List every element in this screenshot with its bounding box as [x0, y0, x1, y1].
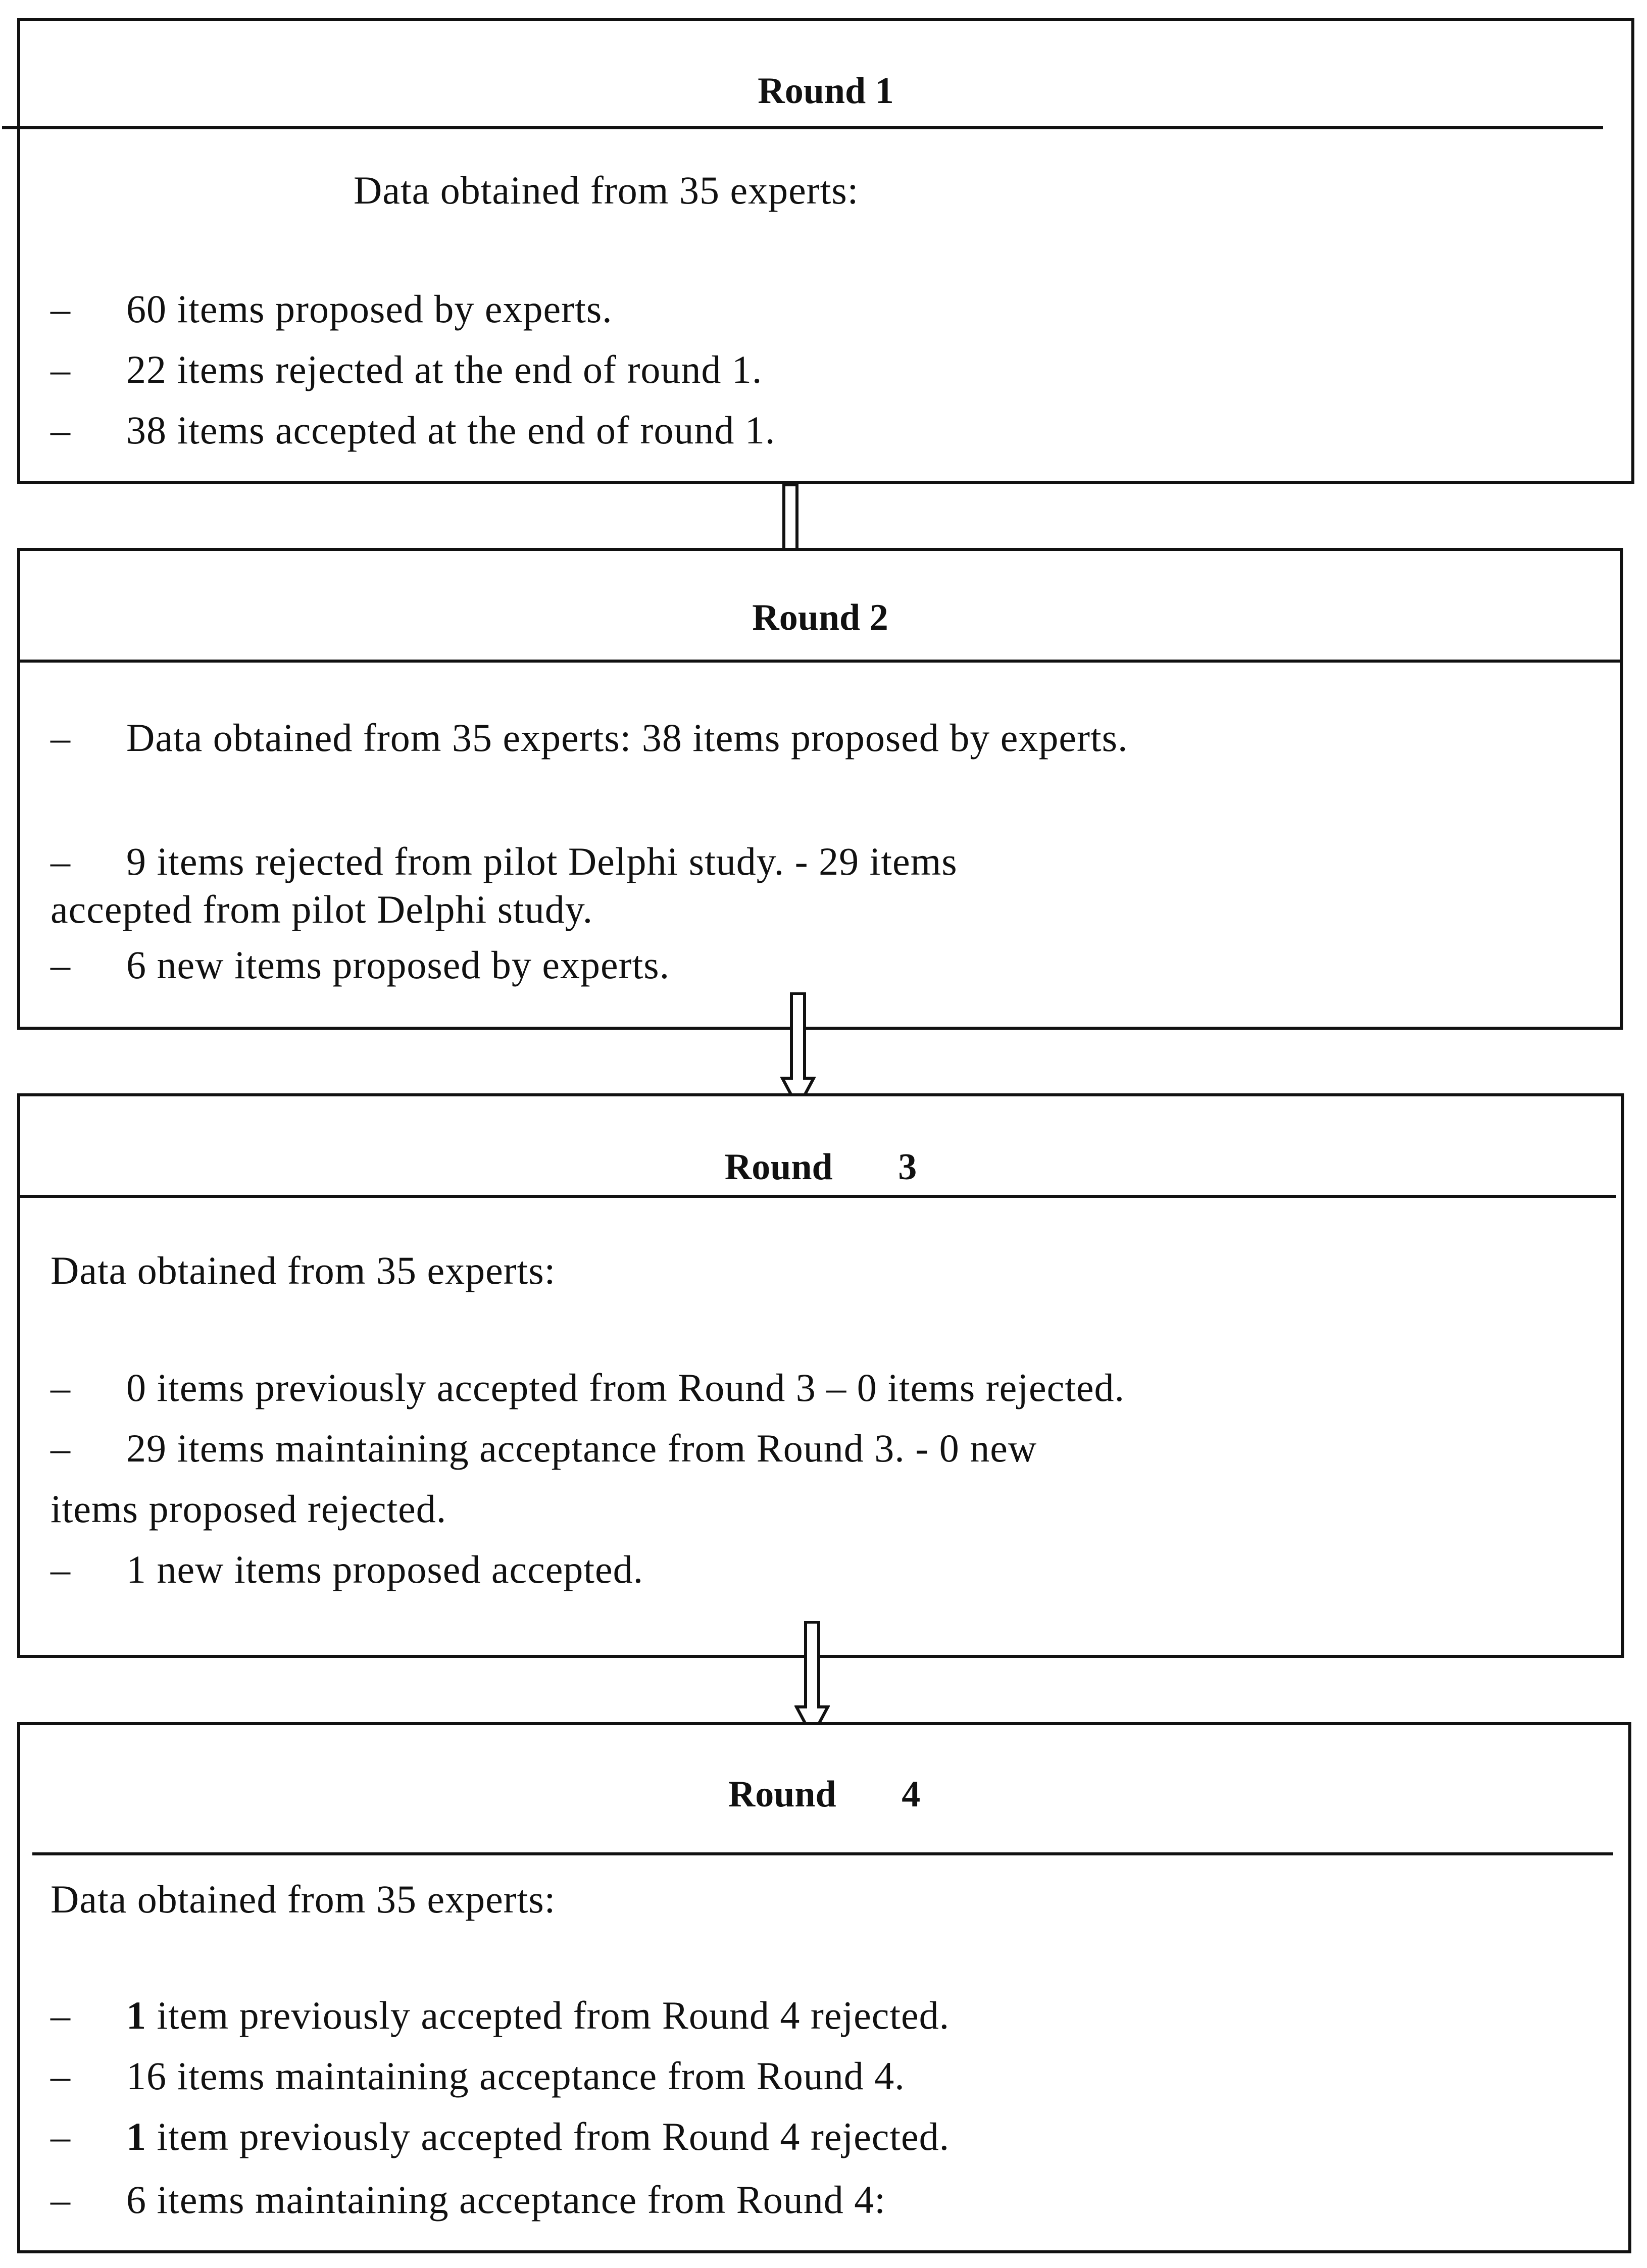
bullet-dash: –	[51, 1366, 70, 1409]
round-1-title: Round 1	[758, 70, 894, 112]
bullet-dash: –	[51, 2054, 70, 2098]
round-1-item-3: 38 items accepted at the end of round 1.	[126, 408, 776, 452]
round-4-item-3-count: 1	[126, 2114, 146, 2158]
bullet-dash: –	[51, 1426, 70, 1470]
round-1-item-2: 22 items rejected at the end of round 1.	[126, 347, 763, 391]
round-2-item-2: 9 items rejected from pilot Delphi study…	[126, 839, 958, 883]
round-4-intro: Data obtained from 35 experts:	[51, 1877, 556, 1921]
bullet-dash: –	[51, 1993, 70, 2037]
down-arrow-icon	[780, 992, 816, 1110]
bullet-dash: –	[51, 2114, 70, 2158]
round-3-item-2: 29 items maintaining acceptance from Rou…	[126, 1426, 1037, 1470]
bullet-dash: –	[51, 716, 70, 760]
bullet-dash: –	[51, 2178, 70, 2222]
round-1-item-1: 60 items proposed by experts.	[126, 287, 613, 331]
down-arrow-icon	[794, 1621, 830, 1738]
round-2-title: Round 2	[752, 597, 888, 638]
round-3-divider	[20, 1195, 1616, 1198]
round-3-title: Round 3	[724, 1146, 917, 1188]
bullet-dash: –	[51, 839, 70, 883]
round-4-item-2: 16 items maintaining acceptance from Rou…	[126, 2054, 905, 2098]
round-2-item-3: 6 new items proposed by experts.	[126, 943, 670, 987]
round-3-item-2-continuation: items proposed rejected.	[51, 1487, 447, 1531]
round-3-intro: Data obtained from 35 experts:	[51, 1248, 556, 1292]
bullet-dash: –	[51, 943, 70, 987]
round-4-item-1-text: item previously accepted from Round 4 re…	[146, 1993, 950, 2037]
round-1-divider	[2, 126, 1603, 129]
bullet-dash: –	[51, 408, 70, 452]
round-4-item-1-count: 1	[126, 1993, 146, 2037]
round-4-divider	[32, 1852, 1613, 1855]
round-4-item-3: 1 item previously accepted from Round 4 …	[126, 2114, 950, 2159]
round-2-item-2-continuation: accepted from pilot Delphi study.	[51, 887, 593, 931]
round-3-box: Round 3 Data obtained from 35 experts: –…	[17, 1093, 1624, 1658]
round-4-item-3-text: item previously accepted from Round 4 re…	[146, 2114, 950, 2158]
round-3-item-1: 0 items previously accepted from Round 3…	[126, 1366, 1125, 1409]
bullet-dash: –	[51, 1547, 70, 1591]
bullet-dash: –	[51, 347, 70, 391]
round-4-title: Round 4	[728, 1774, 921, 1815]
round-1-intro: Data obtained from 35 experts:	[354, 168, 859, 212]
round-4-item-1: 1 item previously accepted from Round 4 …	[126, 1993, 950, 2038]
round-1-box: Round 1 Data obtained from 35 experts: –…	[2, 18, 1634, 484]
round-2-divider	[20, 660, 1620, 663]
bullet-dash: –	[51, 287, 70, 331]
round-2-item-1: Data obtained from 35 experts: 38 items …	[126, 716, 1128, 760]
round-3-item-3: 1 new items proposed accepted.	[126, 1547, 644, 1591]
round-4-box: Round 4 Data obtained from 35 experts: –…	[17, 1722, 1631, 2253]
round-4-item-4: 6 items maintaining acceptance from Roun…	[126, 2178, 886, 2222]
round-2-box: Round 2 – Data obtained from 35 experts:…	[17, 548, 1623, 1030]
